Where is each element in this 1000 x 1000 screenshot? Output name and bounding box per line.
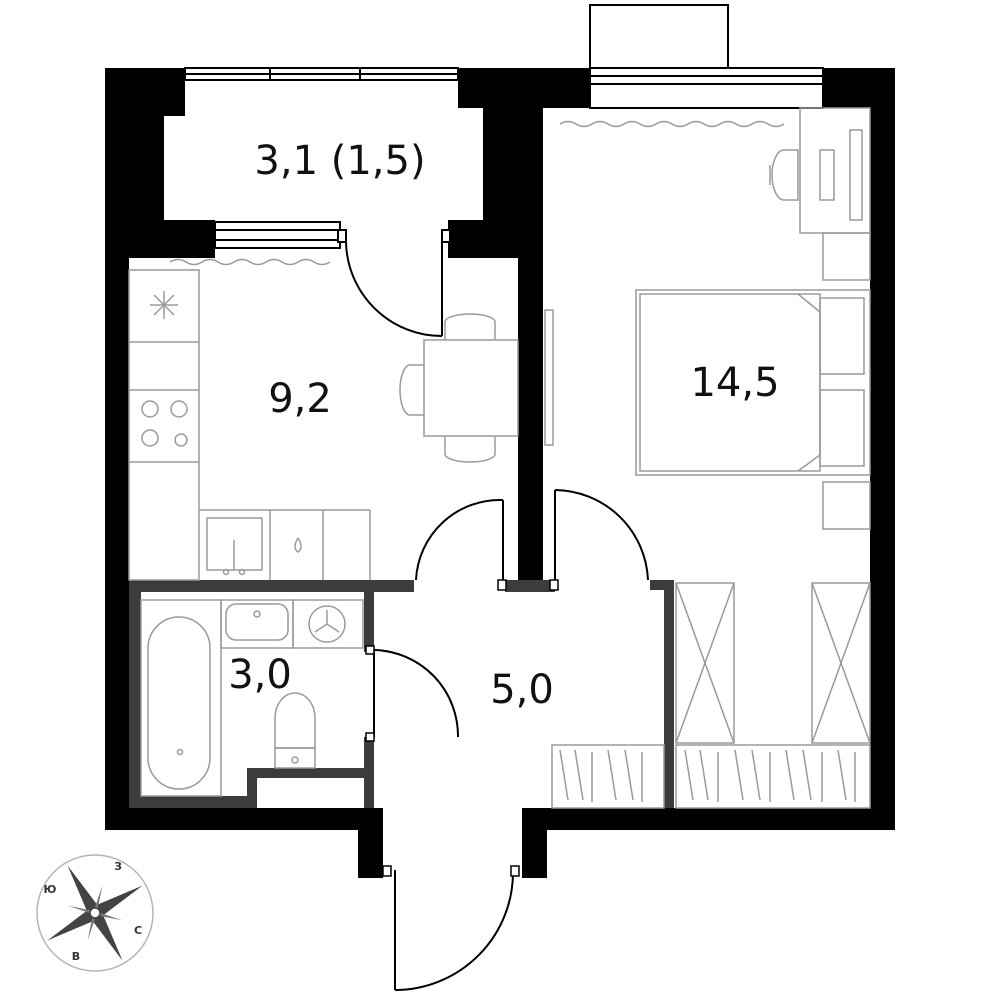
wardrobe — [551, 582, 871, 809]
radiators — [169, 120, 785, 266]
bedroom-area: 14,5 — [690, 360, 779, 406]
door-stubs — [365, 579, 559, 877]
kitchen-area: 9,2 — [268, 376, 332, 422]
partitions — [129, 580, 674, 808]
compass-label-west: Ю — [44, 883, 57, 896]
bedroom-window — [589, 4, 824, 109]
fridge-icon — [150, 291, 178, 319]
hallway-area: 5,0 — [490, 667, 554, 713]
compass-label-south: В — [72, 950, 80, 963]
bedroom-furniture — [635, 107, 871, 530]
kitchen-fixtures — [128, 269, 371, 581]
balcony-area: 3,1 (1,5) — [254, 138, 425, 184]
kitchen-window — [214, 221, 451, 249]
bathroom-fixtures — [140, 599, 364, 797]
compass-rose-icon — [36, 854, 154, 972]
exterior-walls — [105, 68, 895, 878]
dining-table — [399, 309, 554, 463]
bathroom-area: 3,0 — [228, 652, 292, 698]
compass-label-north: З — [114, 860, 122, 873]
compass-label-east: С — [134, 924, 142, 937]
balcony-window — [184, 67, 459, 81]
doors — [345, 241, 649, 991]
